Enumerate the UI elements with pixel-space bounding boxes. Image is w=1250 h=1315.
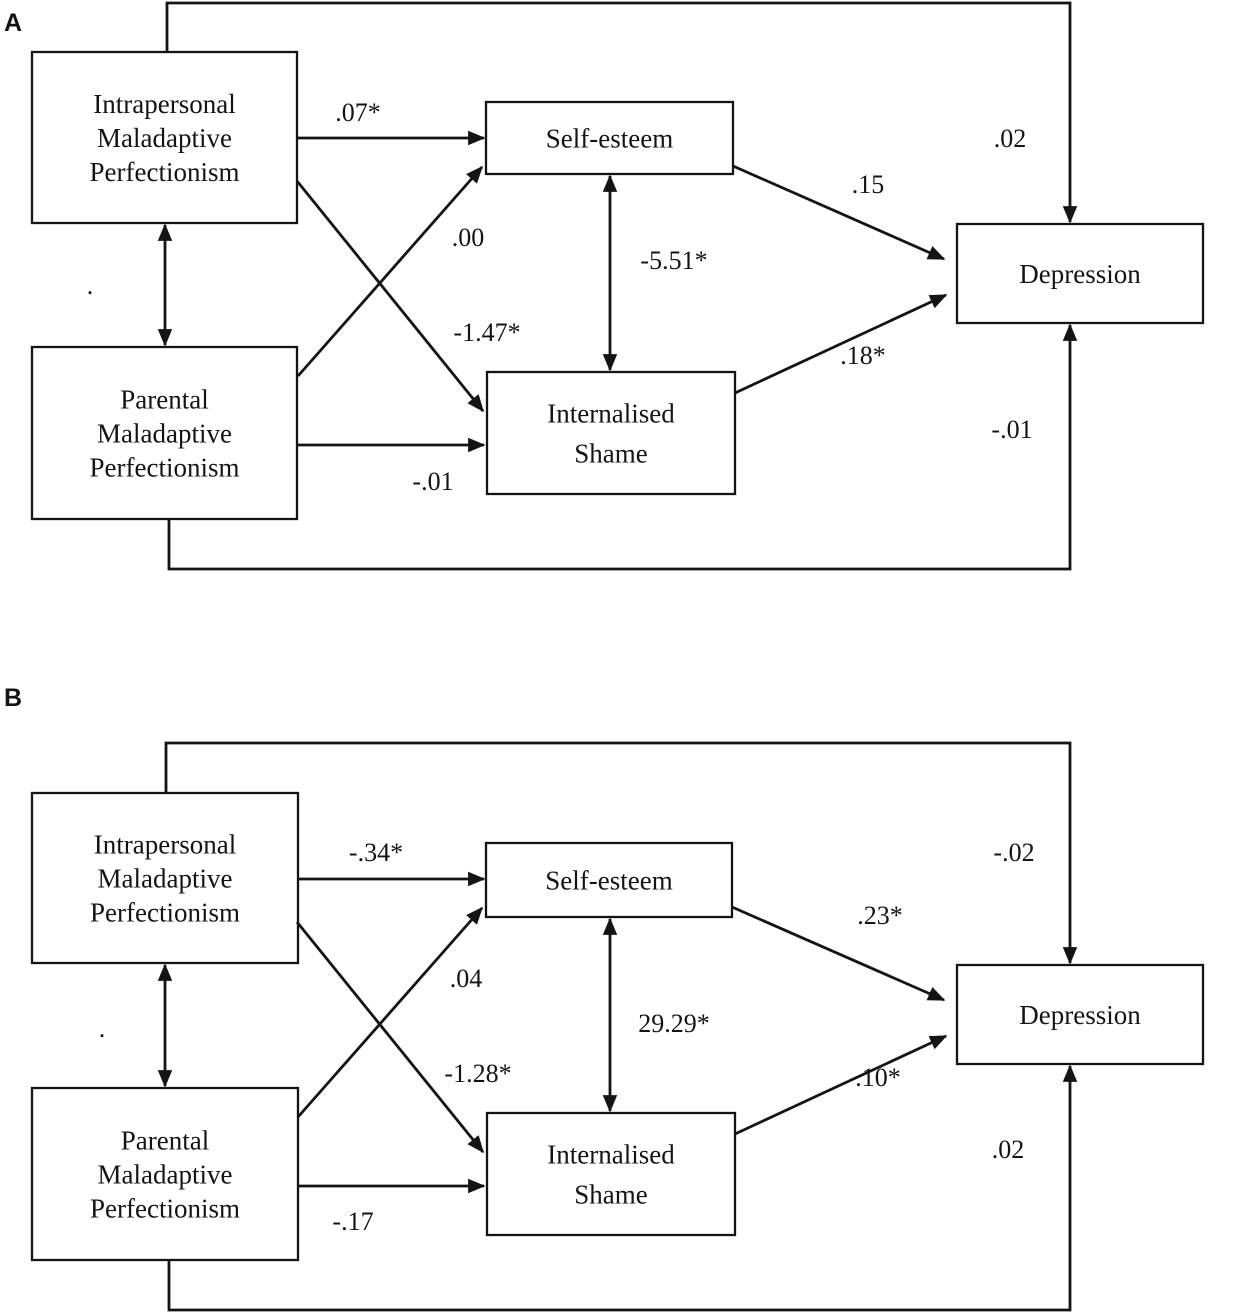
node-box-depression-b bbox=[955, 963, 1205, 1066]
edge-se-dep-b bbox=[731, 905, 946, 1002]
edge-label-pmp-se-b: .04 bbox=[450, 964, 483, 993]
edge-pmp-se-a bbox=[296, 165, 484, 377]
edge-pmp-dep-b bbox=[167, 1064, 1078, 1312]
node-box-parental-b bbox=[30, 1086, 300, 1262]
edge-label-imp-se-b: -.34* bbox=[349, 838, 403, 867]
node-label-depression-b: Depression bbox=[1019, 1000, 1141, 1030]
node-box-depression-a bbox=[955, 222, 1205, 325]
edge-label-pmp-shame-a: -.01 bbox=[412, 467, 453, 496]
node-label-depression-a: Depression bbox=[1019, 259, 1141, 289]
edge-label-imp-dep-b: -.02 bbox=[993, 838, 1034, 867]
edge-label-pmp-shame-b: -.17 bbox=[332, 1207, 373, 1236]
node-label-selfesteem-a: Self-esteem bbox=[546, 123, 673, 153]
edge-label-shame-dep-b: .10* bbox=[855, 1063, 901, 1092]
edge-label-imp-shame-b: -1.28* bbox=[444, 1059, 511, 1088]
correlation-dot-a: . bbox=[87, 271, 94, 300]
edge-label-pmp-se-a: .00 bbox=[452, 223, 485, 252]
edge-label-se-shame-cov-a: -5.51* bbox=[640, 246, 707, 275]
edge-label-se-dep-b: .23* bbox=[857, 901, 903, 930]
panel-a: A .07* .00 -1.47* -.01 -5.51* .15 .18* .02 -.01 In… bbox=[4, 1, 1205, 571]
node-box-shame-a bbox=[485, 370, 737, 496]
panel-b-letter: B bbox=[4, 684, 22, 712]
panel-a-letter: A bbox=[4, 9, 22, 37]
edge-label-imp-shame-a: -1.47* bbox=[453, 318, 520, 347]
edge-pmp-dep-a bbox=[167, 323, 1078, 571]
edge-imp-dep-a bbox=[165, 1, 1078, 224]
edge-label-pmp-dep-b: .02 bbox=[992, 1135, 1025, 1164]
edge-shame-dep-a bbox=[734, 293, 948, 395]
panel-b: B -.34* .04 -1.28* -.17 29.29* .23* .10* -.02 .02… bbox=[4, 684, 1205, 1312]
node-box-parental-a bbox=[30, 345, 299, 521]
edge-pmp-se-b bbox=[296, 906, 484, 1118]
node-box-selfesteem-b bbox=[484, 841, 734, 919]
edge-shame-dep-b bbox=[734, 1034, 948, 1136]
edge-imp-shame-b bbox=[295, 921, 485, 1154]
correlation-dot-b: . bbox=[99, 1014, 106, 1043]
node-box-selfesteem-a bbox=[484, 100, 735, 176]
node-label-selfesteem-b: Self-esteem bbox=[545, 865, 672, 895]
node-box-intrapersonal-a bbox=[30, 50, 299, 225]
node-box-intrapersonal-b bbox=[30, 791, 300, 965]
edge-label-pmp-dep-a: -.01 bbox=[991, 415, 1032, 444]
edge-label-se-shame-cov-b: 29.29* bbox=[638, 1009, 710, 1038]
edge-label-imp-dep-a: .02 bbox=[994, 124, 1027, 153]
edge-imp-shame-a bbox=[295, 180, 485, 413]
edge-imp-dep-b bbox=[164, 741, 1078, 965]
node-box-shame-b bbox=[485, 1111, 737, 1237]
edge-se-dep-a bbox=[732, 164, 946, 261]
edge-label-imp-se-a: .07* bbox=[335, 98, 381, 127]
edge-label-shame-dep-a: .18* bbox=[840, 341, 886, 370]
edge-label-se-dep-a: .15 bbox=[852, 170, 885, 199]
